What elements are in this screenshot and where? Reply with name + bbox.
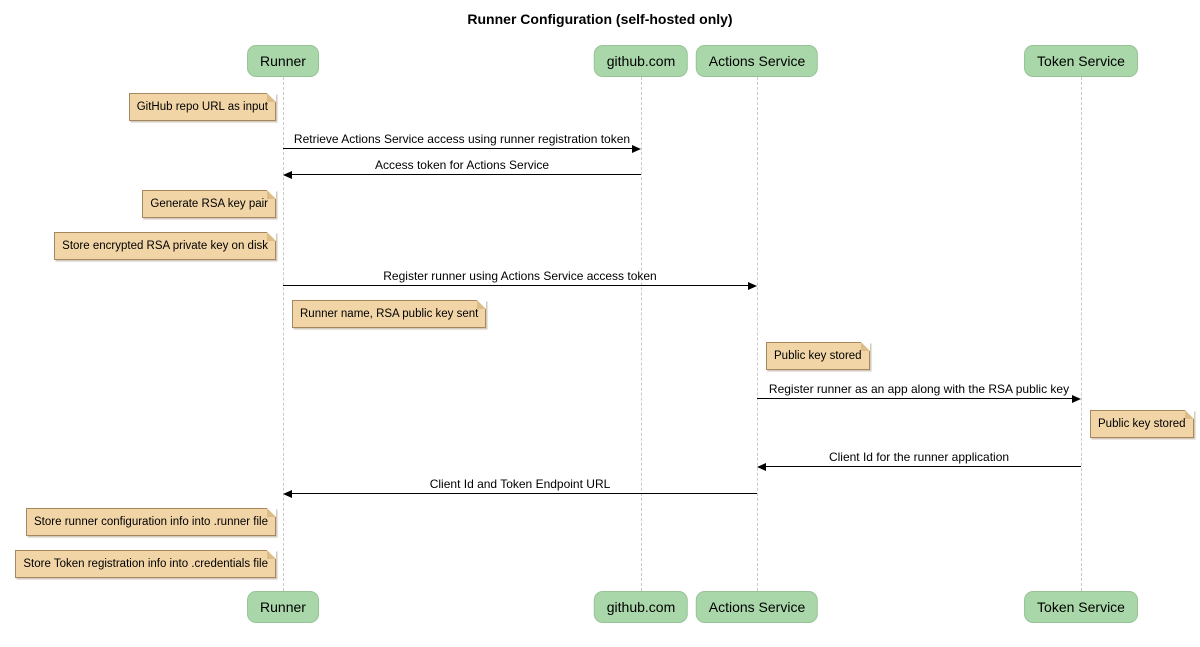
participant-github-top: github.com bbox=[593, 45, 689, 77]
lifeline-actions bbox=[757, 77, 758, 591]
message-2-label: Access token for Actions Service bbox=[374, 158, 550, 172]
lifeline-runner bbox=[283, 77, 284, 591]
participant-token-bottom: Token Service bbox=[1024, 591, 1138, 623]
participant-actions-top: Actions Service bbox=[695, 45, 819, 77]
participant-actions-bottom: Actions Service bbox=[695, 591, 819, 623]
arrowhead-icon bbox=[748, 281, 757, 290]
lifeline-token bbox=[1081, 77, 1082, 591]
message-5-line bbox=[759, 466, 1081, 467]
arrowhead-icon bbox=[1072, 394, 1081, 403]
participant-runner-top: Runner bbox=[247, 45, 319, 77]
message-6-label: Client Id and Token Endpoint URL bbox=[429, 477, 611, 491]
note-4: Runner name, RSA public key sent bbox=[292, 300, 487, 328]
message-3-label: Register runner using Actions Service ac… bbox=[383, 269, 657, 283]
note-8: Store Token registration info into .cred… bbox=[15, 550, 276, 578]
note-1: GitHub repo URL as input bbox=[128, 93, 277, 121]
message-6-line bbox=[285, 493, 757, 494]
arrowhead-icon bbox=[283, 170, 292, 179]
message-2-line bbox=[285, 174, 641, 175]
message-1-line bbox=[283, 148, 639, 149]
note-6: Public key stored bbox=[1090, 410, 1194, 438]
diagram-title: Runner Configuration (self-hosted only) bbox=[467, 11, 733, 27]
note-7: Store runner configuration info into .ru… bbox=[26, 508, 276, 536]
note-3: Store encrypted RSA private key on disk bbox=[54, 232, 276, 260]
arrowhead-icon bbox=[283, 489, 292, 498]
arrowhead-icon bbox=[632, 144, 641, 153]
participant-token-top: Token Service bbox=[1024, 45, 1138, 77]
note-2: Generate RSA key pair bbox=[142, 190, 276, 218]
message-5-label: Client Id for the runner application bbox=[828, 450, 1010, 464]
participant-github-bottom: github.com bbox=[593, 591, 689, 623]
arrowhead-icon bbox=[757, 462, 766, 471]
participant-runner-bottom: Runner bbox=[247, 591, 319, 623]
message-4-label: Register runner as an app along with the… bbox=[768, 382, 1070, 396]
message-4-line bbox=[757, 398, 1079, 399]
lifeline-github bbox=[641, 77, 642, 591]
message-3-line bbox=[283, 285, 755, 286]
message-1-label: Retrieve Actions Service access using ru… bbox=[293, 132, 631, 146]
note-5: Public key stored bbox=[766, 342, 870, 370]
